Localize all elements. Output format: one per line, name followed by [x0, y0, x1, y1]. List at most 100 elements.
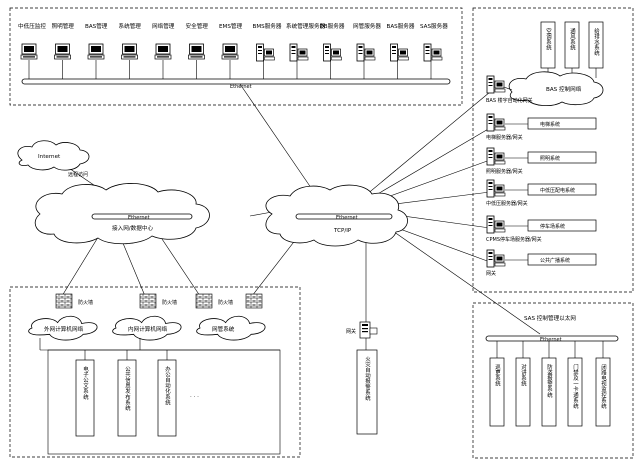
link-core-bas-gateway: [359, 91, 491, 201]
sas-system-label-3: 防盗报警系统: [546, 363, 553, 399]
office-network-label-2: 内网计算机网络: [128, 325, 168, 333]
top-stations: [20, 43, 443, 79]
office-zone-box: [9, 286, 301, 458]
office-system-box: [157, 359, 177, 437]
bas-subsystem-label-3: 中低压配电系统: [540, 187, 575, 194]
server-icon: [256, 43, 275, 62]
firewall-label-2: 防火墙: [162, 299, 177, 306]
top-ethernet-bus: Ethernet: [21, 78, 451, 90]
bas-server-label-5: 网关: [486, 270, 496, 277]
computer-icon: [121, 43, 138, 60]
computer-icon: [188, 43, 205, 60]
top-station-label-12: BAS服务器: [387, 22, 415, 30]
firewall-icon: [245, 293, 263, 309]
office-cloud-shape: [28, 315, 98, 341]
office-system-box: [117, 359, 137, 437]
sas-system-label-2: 对讲系统: [520, 363, 527, 388]
office-system-label-3: 办公自动化系统: [164, 365, 171, 407]
fire-system-box: [356, 349, 378, 435]
firewall-icon: [195, 293, 213, 309]
internet-cloud: Internet 远程访问: [17, 140, 90, 178]
sas-system-label-4: 门禁及一卡通系统: [572, 363, 579, 410]
top-station-label-6: 安全管理: [186, 22, 209, 30]
bas-cloud-shape: [508, 71, 604, 106]
sas-system-box: [541, 357, 557, 427]
office-network-clouds: 外网计算机网络内网计算机网络网管系统: [28, 315, 266, 341]
server-icon: [486, 249, 506, 268]
office-systems: 电子公文系统公共信息发布系统办公自动化系统: [75, 350, 177, 437]
top-station-label-10: DB服务器: [320, 22, 345, 30]
bas-subsystem-box: [527, 253, 597, 266]
office-network-label-3: 网管系统: [212, 325, 235, 333]
sas-system-label-1: 巡更系统: [494, 363, 501, 388]
access-cloud-shape: [34, 183, 210, 245]
link-access-core: [249, 211, 273, 217]
bas-subsystem-label-5: 公共广播系统: [540, 257, 570, 264]
top-bus-pipe: [21, 78, 451, 85]
sas-system-box: [567, 357, 583, 427]
link-access-fw2: [119, 235, 146, 297]
bas-subsystem-box: [527, 219, 597, 232]
office-cloud-shape: [112, 315, 182, 341]
sas-system-box: [595, 357, 611, 427]
computer-icon: [54, 43, 71, 60]
office-cloud-shape: [196, 315, 266, 341]
top-station-label-7: EMS管理: [219, 22, 243, 30]
backbone-lines: [59, 83, 541, 335]
top-station-label-11: 网管服务器: [353, 22, 381, 30]
fire-system-label: 火灾自动报警系统: [364, 356, 371, 402]
bas-server-label-1: 电梯服务器/网关: [486, 134, 523, 141]
computer-icon: [221, 43, 239, 60]
bas-zone-box: [472, 7, 634, 293]
link-core-sas: [379, 221, 541, 335]
firewall-label-1: 防火墙: [78, 299, 93, 306]
firewall-label-3: 防火墙: [218, 299, 233, 306]
bas-gateway-link: [503, 86, 513, 91]
bas-cloud: BAS 控制网络: [508, 71, 604, 106]
server-icon: [423, 43, 443, 62]
top-bus-label: Ethernet: [230, 84, 252, 90]
fire-gateway-icon: [359, 321, 378, 339]
remote-access-label: 远程访问: [68, 171, 88, 178]
link-access-fw3: [159, 235, 201, 297]
top-station-label-13: SAS服务器: [420, 22, 448, 30]
access-label: 接入网/数据中心: [112, 224, 153, 232]
bas-subsystem-label-4: 停车场系统: [540, 223, 565, 230]
server-icon: [486, 113, 506, 132]
top-station-label-2: 照明管理: [52, 22, 75, 30]
computer-icon: [87, 43, 105, 60]
bas-device-label-1: 空调系统: [545, 27, 552, 52]
server-icon: [323, 43, 342, 62]
internet-cloud-shape: [17, 140, 90, 171]
top-station-label-5: 网络管理: [152, 22, 175, 30]
internet-label: Internet: [38, 154, 61, 160]
fire-gateway-label: 网关: [346, 328, 356, 335]
server-icon: [356, 43, 376, 62]
sas-systems: 巡更系统对讲系统防盗报警系统门禁及一卡通系统闭路电视监控系统: [489, 341, 611, 427]
sas-network: SAS 控制管理以太网 Ethernet 巡更系统对讲系统防盗报警系统门禁及一卡…: [485, 314, 619, 427]
sas-system-box: [515, 357, 531, 427]
server-icon: [486, 147, 506, 166]
top-station-label-1: 中低压监控: [18, 22, 46, 30]
bas-device-label-3: 给排水系统: [593, 27, 600, 57]
server-icon: [390, 43, 409, 62]
bas-server-label-4: CPMS停车场服务器/网关: [486, 236, 542, 243]
core-tcpip-label: TCP/IP: [333, 228, 352, 234]
bas-subsystem-box: [527, 151, 597, 164]
bas-subsystems: BAS 楼宇自动化网关电梯服务器/网关电梯系统照明服务器/网关照明系统中低压服务…: [486, 75, 597, 277]
bas-field-devices: 空调系统通风系统给排水系统: [540, 21, 604, 78]
firewall-icon: [55, 293, 73, 309]
top-station-label-8: BMS服务器: [253, 22, 282, 30]
access-bus-label: Ethernet: [128, 215, 150, 221]
link-top-core: [239, 83, 319, 199]
firewalls: 防火墙 防火墙 防火墙: [55, 293, 263, 309]
server-icon: [486, 75, 506, 94]
server-icon: [289, 43, 309, 62]
bas-server-label-3: 中低压服务器/网关: [486, 200, 528, 207]
bas-server-label-2: 照明服务器/网关: [486, 168, 523, 175]
bas-gateway-label: BAS 楼宇自动化网关: [486, 97, 533, 104]
top-station-label-9: 系统管理服务器: [286, 22, 326, 30]
